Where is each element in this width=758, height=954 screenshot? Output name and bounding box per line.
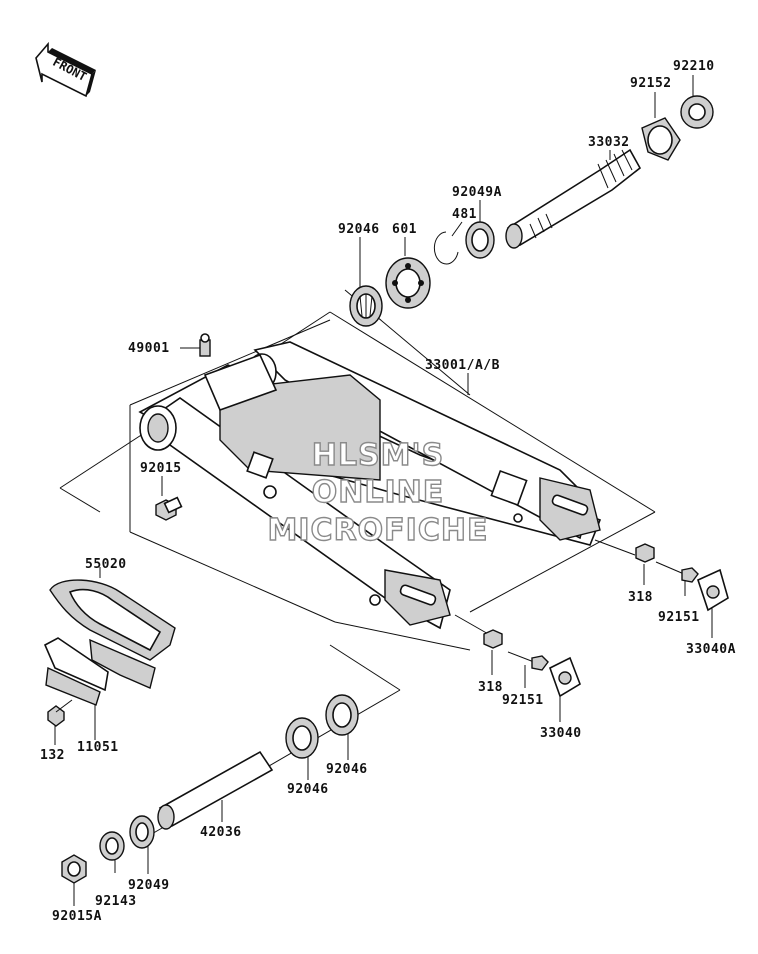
label-55020: 55020 bbox=[85, 557, 127, 572]
label-49001: 49001 bbox=[128, 341, 170, 356]
part-49001-grease-nipple bbox=[199, 333, 211, 357]
front-arrow-icon: FRONT bbox=[35, 41, 96, 98]
label-318-mid: 318 bbox=[478, 680, 503, 695]
part-92046-needle-bearing-lower-left bbox=[285, 717, 319, 759]
part-92151-bolt-right bbox=[655, 561, 699, 583]
watermark-line-2: ONLINE bbox=[312, 475, 445, 510]
part-42036-sleeve bbox=[157, 750, 274, 830]
label-33032: 33032 bbox=[588, 135, 630, 150]
part-92210-locknut bbox=[680, 95, 714, 129]
part-92143-collar bbox=[99, 831, 125, 861]
label-132: 132 bbox=[40, 748, 65, 763]
label-92210: 92210 bbox=[673, 59, 715, 74]
label-92046-lower-right: 92046 bbox=[326, 762, 368, 777]
swingarm-body bbox=[138, 341, 602, 630]
part-33040A-adjuster-block bbox=[697, 568, 729, 612]
part-318-nut-right bbox=[635, 543, 655, 563]
label-92143: 92143 bbox=[95, 894, 137, 909]
watermark-line-3: MICROFICHE bbox=[268, 513, 489, 548]
label-11051: 11051 bbox=[77, 740, 119, 755]
label-92015: 92015 bbox=[140, 461, 182, 476]
label-318-right: 318 bbox=[628, 590, 653, 605]
part-92049-seal bbox=[129, 815, 155, 849]
part-92049A-seal bbox=[465, 221, 495, 259]
label-33040: 33040 bbox=[540, 726, 582, 741]
part-92046-needle-bearing-lower-right bbox=[325, 694, 359, 736]
label-33001: 33001/A/B bbox=[425, 358, 500, 373]
part-33032-pivot-shaft bbox=[505, 148, 642, 249]
label-92151-mid: 92151 bbox=[502, 693, 544, 708]
label-92152: 92152 bbox=[630, 76, 672, 91]
label-92049A: 92049A bbox=[452, 185, 502, 200]
label-481: 481 bbox=[452, 207, 477, 222]
part-55020-chain-guard bbox=[49, 579, 176, 689]
part-92015A-nut bbox=[61, 854, 87, 884]
part-92015-bolt bbox=[155, 496, 183, 521]
label-601: 601 bbox=[392, 222, 417, 237]
part-11051-bracket bbox=[43, 637, 109, 706]
part-92151-bolt-mid bbox=[507, 651, 549, 671]
watermark-line-1: HLSM'S bbox=[312, 438, 444, 473]
watermark: HLSM'S ONLINE MICROFICHE bbox=[267, 437, 489, 548]
leader-lines bbox=[54, 75, 713, 906]
part-labels: 92210 92152 33032 92049A 481 601 92046 4… bbox=[40, 59, 736, 924]
label-33040A: 33040A bbox=[686, 642, 736, 657]
part-92046-needle-bearing-top bbox=[349, 285, 383, 327]
part-318-nut-mid bbox=[483, 629, 503, 649]
label-92015A: 92015A bbox=[52, 909, 102, 924]
part-481-circlip bbox=[433, 231, 459, 265]
part-92152-collar bbox=[641, 117, 681, 161]
part-601-bearing bbox=[385, 257, 431, 309]
label-92046-top: 92046 bbox=[338, 222, 380, 237]
label-92049: 92049 bbox=[128, 878, 170, 893]
part-33040-adjuster-block bbox=[549, 656, 581, 698]
label-92151-right: 92151 bbox=[658, 610, 700, 625]
part-132-screw bbox=[47, 699, 73, 727]
label-92046-lower-left: 92046 bbox=[287, 782, 329, 797]
label-42036: 42036 bbox=[200, 825, 242, 840]
